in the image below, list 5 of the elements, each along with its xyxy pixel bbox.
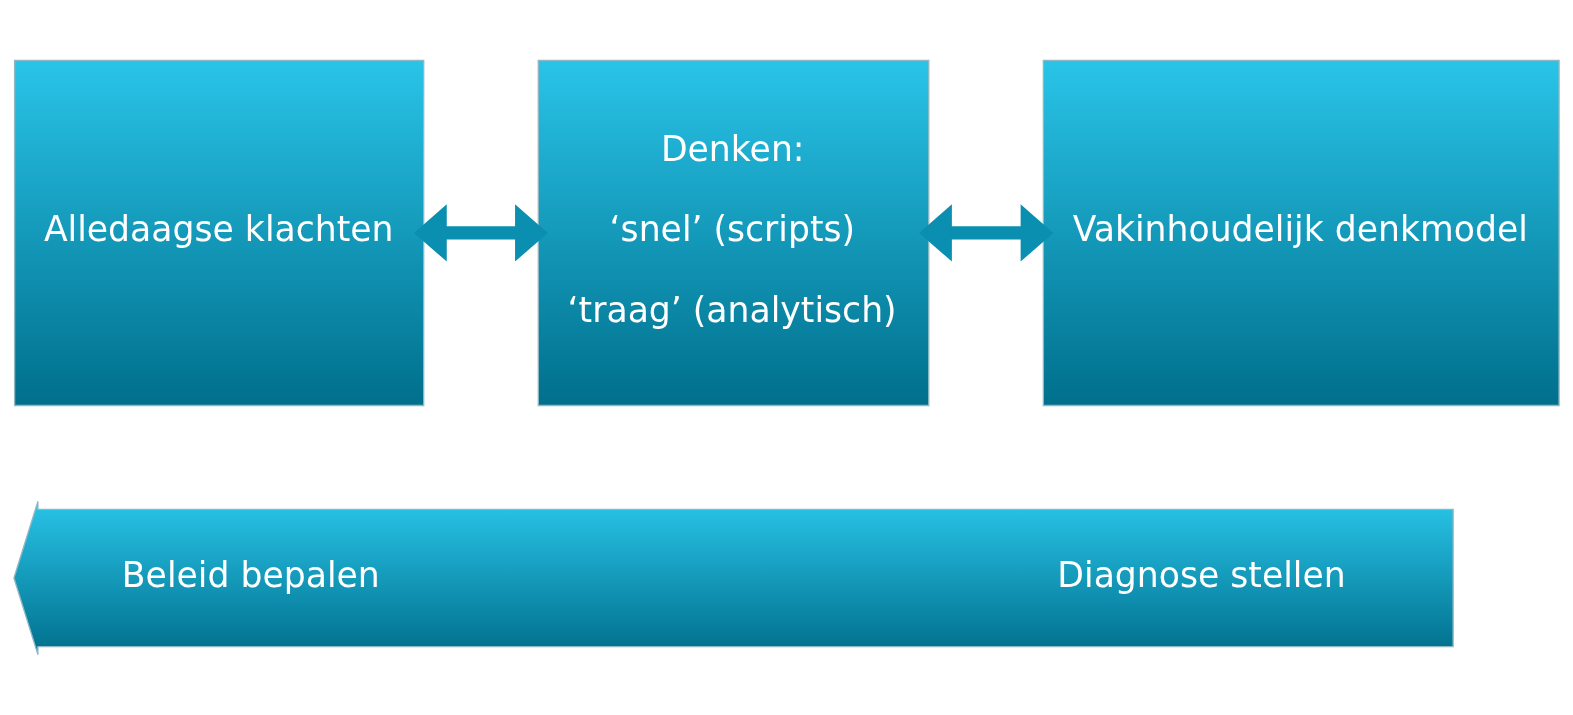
node-box: Alledaagse klachten	[13, 59, 425, 407]
arrow	[413, 204, 548, 262]
node-box: Denken: ‘snel’ (scripts) ‘traag’ (analytisch)	[537, 59, 930, 407]
node-box: Vakinhoudelijk denkmodel	[1042, 59, 1560, 407]
arrow	[919, 204, 1054, 262]
